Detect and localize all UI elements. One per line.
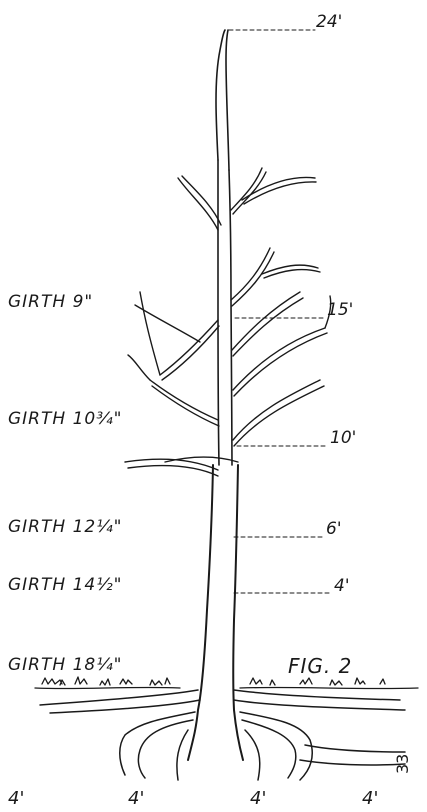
root-spacing-label: 4' — [128, 788, 144, 809]
root-spacing-label: 4' — [362, 788, 378, 809]
figure-caption: FIG. 2 — [288, 654, 352, 678]
girth-label-10-3-4: GIRTH 10¾" — [8, 409, 123, 429]
root-spacing-label: 4' — [250, 788, 266, 809]
roots — [40, 690, 405, 780]
height-label-4: 4' — [334, 576, 350, 596]
girth-label-12-1-4: GIRTH 12¼" — [8, 517, 123, 537]
height-label-24: 24' — [316, 12, 342, 32]
page-number: 33 — [393, 754, 412, 774]
girth-label-9: GIRTH 9" — [8, 292, 93, 312]
branches — [125, 168, 331, 476]
height-label-10: 10' — [330, 428, 356, 448]
height-label-6: 6' — [326, 519, 342, 539]
ground-line — [35, 677, 418, 689]
girth-label-18-1-4: GIRTH 18¼" — [8, 655, 123, 675]
trunk — [188, 160, 243, 760]
height-label-15: 15' — [327, 300, 353, 320]
leader — [216, 30, 229, 170]
root-spacing-label: 4' — [8, 788, 24, 809]
girth-label-14-1-2: GIRTH 14½" — [8, 575, 123, 595]
height-leaders — [229, 30, 332, 593]
